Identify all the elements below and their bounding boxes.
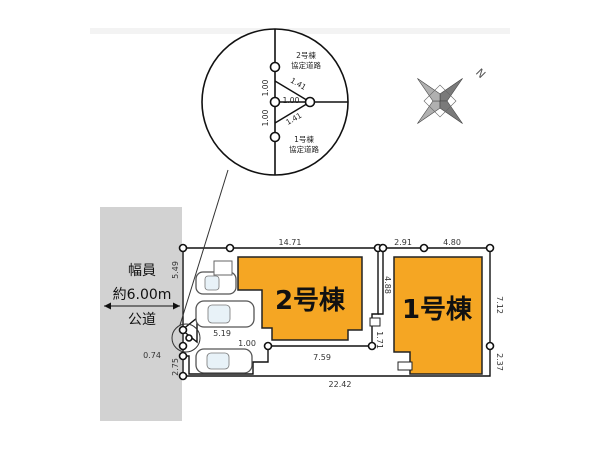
building-1 — [393, 256, 483, 375]
dim-bottom-total: 22.42 — [329, 380, 352, 389]
entrance-step — [369, 317, 381, 327]
compass-rose-icon — [417, 78, 463, 124]
storage-box — [213, 260, 233, 276]
detail-marker — [269, 96, 281, 108]
detail-marker — [269, 61, 281, 73]
dim-lot1-right-upper: 7.12 — [495, 296, 504, 314]
detail-marker — [269, 131, 281, 143]
detail-road1-line2: 協定道路 — [289, 144, 319, 154]
detail-dim-bottom-vertical: 1.00 — [261, 109, 270, 126]
boundary-marker — [178, 351, 188, 361]
boundary-marker — [263, 341, 273, 351]
callout-leader — [179, 169, 229, 326]
dim-lot1-right-lower: 2.37 — [495, 353, 504, 371]
boundary-marker — [225, 243, 235, 253]
detail-marker — [304, 96, 316, 108]
boundary-marker — [367, 341, 377, 351]
dim-lot2-bottom: 7.59 — [313, 353, 331, 362]
public-road — [100, 207, 182, 421]
road-width-value: 約6.00m — [113, 287, 172, 303]
boundary-marker — [485, 243, 495, 253]
dim-top-mid: 2.91 — [394, 238, 412, 247]
building-2 — [237, 256, 363, 341]
dim-left-upper: 5.49 — [171, 261, 180, 279]
detail-diagonal — [274, 80, 311, 103]
dim-left-lower: 2.75 — [171, 358, 180, 376]
road-width-label: 幅員 — [128, 263, 156, 279]
boundary-marker — [485, 341, 495, 351]
parked-car-icon — [195, 271, 237, 295]
detail-dim-center: 1.00 — [283, 96, 300, 105]
entrance-step — [397, 361, 413, 371]
boundary-marker — [185, 334, 193, 342]
detail-dim-top-vertical: 1.00 — [261, 79, 270, 96]
dim-top-right: 4.80 — [443, 238, 461, 247]
dim-top-left: 14.71 — [279, 238, 302, 247]
building-2-label: 2号棟 — [275, 286, 346, 316]
boundary-marker — [419, 243, 429, 253]
detail-diagonal — [274, 101, 311, 124]
detail-road1-line1: 1号棟 — [294, 134, 314, 144]
magnify-target — [171, 323, 201, 353]
boundary-marker — [178, 325, 188, 335]
dim-left-corner: 0.74 — [143, 351, 161, 360]
boundary-marker — [378, 243, 388, 253]
boundary-marker — [178, 371, 188, 381]
building-1-label: 1号棟 — [402, 295, 473, 325]
parked-car-icon — [195, 348, 253, 374]
detail-road2-line2: 協定道路 — [291, 60, 321, 70]
dim-lot2-right-upper: 4.88 — [383, 276, 392, 294]
detail-road2-line1: 2号棟 — [296, 50, 316, 60]
dim-parking-width: 5.19 — [213, 329, 231, 338]
dim-parking-offset: 1.00 — [238, 339, 256, 348]
boundary-marker — [178, 341, 188, 351]
parked-car-icon — [195, 300, 255, 328]
detail-callout: 2号棟 協定道路 1号棟 協定道路 1.00 1.00 1.41 1.00 1.… — [201, 28, 349, 176]
dim-lot2-right-lower: 1.71 — [375, 331, 384, 349]
header-band — [90, 28, 510, 34]
boundary-marker — [178, 243, 188, 253]
compass-north-label: N — [473, 66, 488, 81]
road-type-label: 公道 — [128, 312, 156, 328]
